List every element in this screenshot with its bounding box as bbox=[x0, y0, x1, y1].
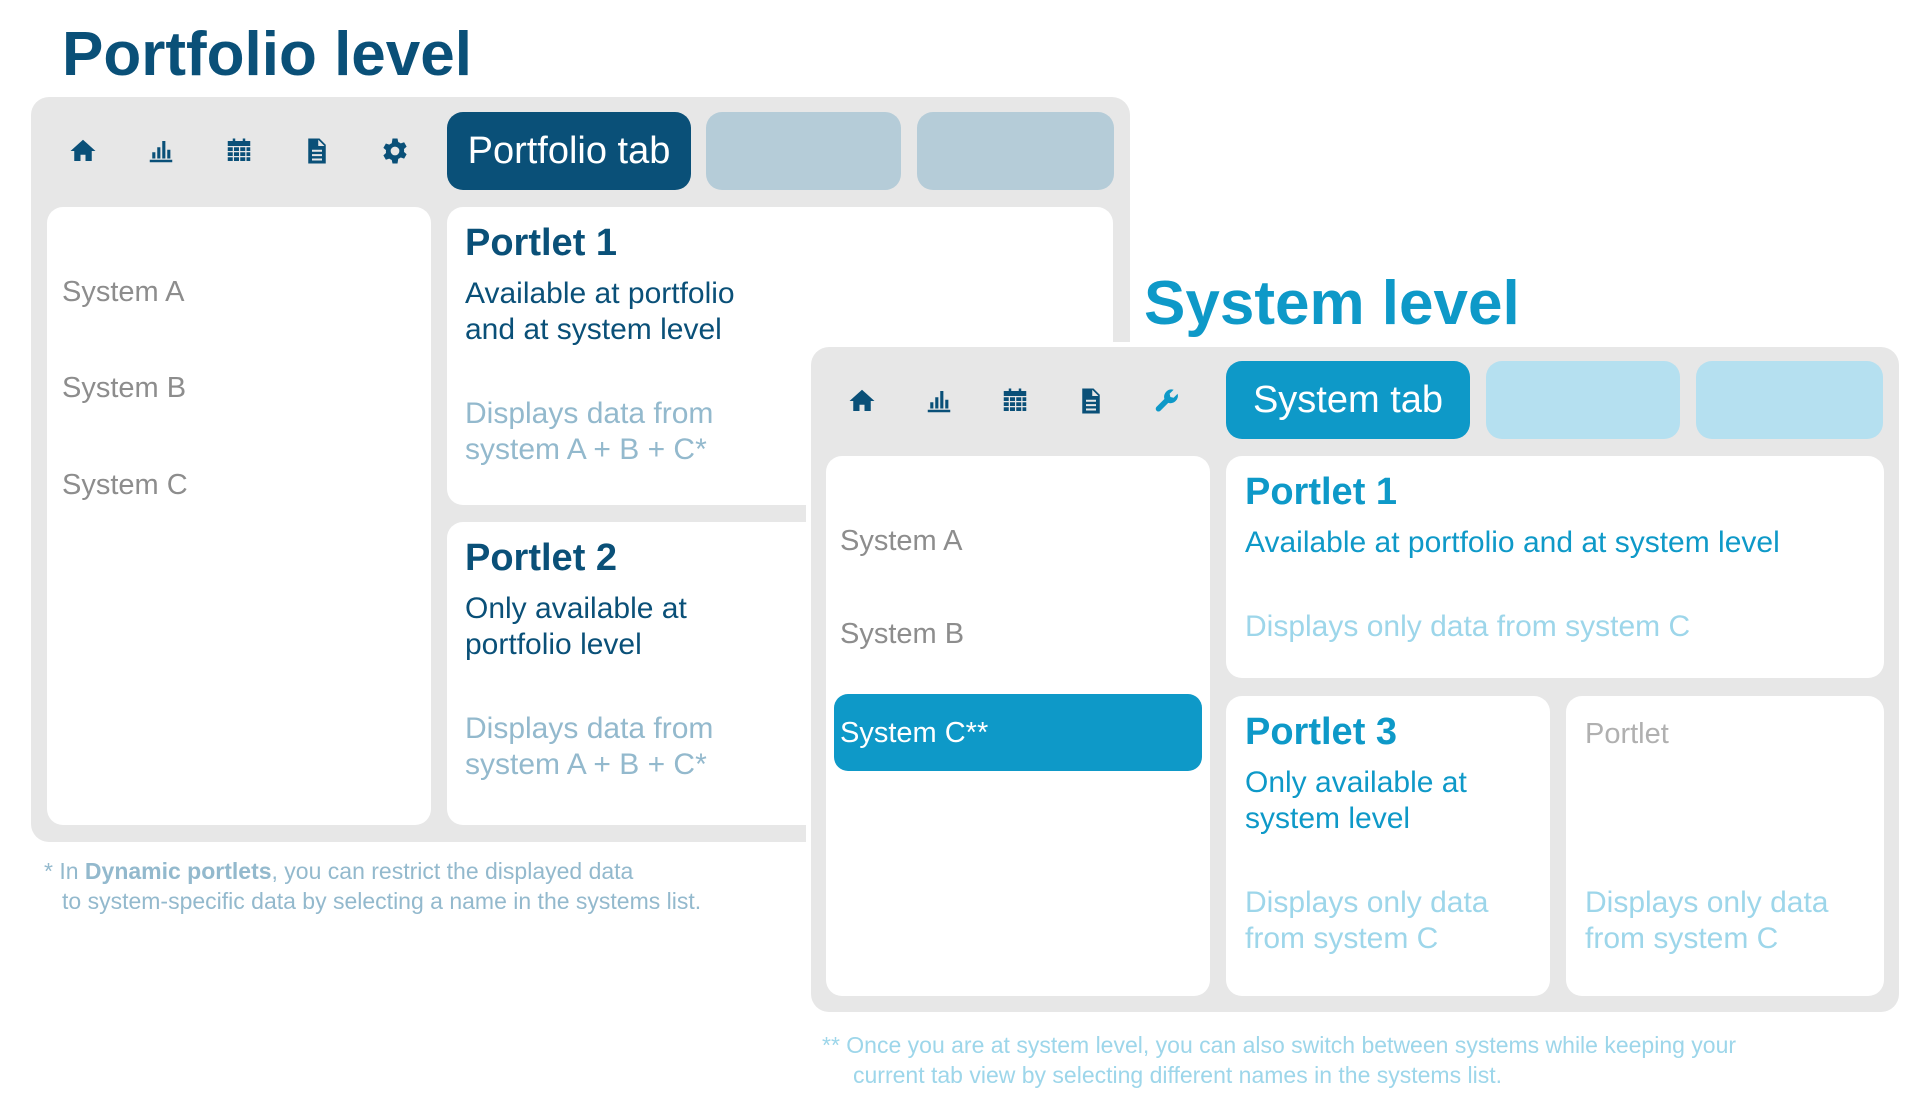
home-icon[interactable] bbox=[847, 386, 877, 416]
calendar-icon[interactable] bbox=[1000, 386, 1030, 416]
portlet-display-note: Displays only data from system C bbox=[1585, 885, 1828, 957]
availability-line: portfolio level bbox=[465, 628, 642, 661]
availability-line: and at system level bbox=[465, 313, 722, 346]
tab-inactive-2[interactable] bbox=[917, 112, 1114, 190]
footnote-line: ** Once you are at system level, you can… bbox=[822, 1032, 1737, 1058]
footnote-rest: , you can restrict the displayed data bbox=[271, 858, 634, 884]
system-portlet-generic bbox=[1566, 696, 1884, 996]
display-line: from system C bbox=[1585, 922, 1779, 955]
availability-line: system level bbox=[1245, 802, 1411, 835]
document-icon[interactable] bbox=[1076, 386, 1106, 416]
portlet-availability: Only available at system level bbox=[1245, 765, 1467, 837]
display-line: from system C bbox=[1245, 922, 1439, 955]
system-c-item[interactable]: System C bbox=[62, 469, 188, 501]
display-line: Displays data from bbox=[465, 397, 714, 430]
home-icon[interactable] bbox=[68, 136, 98, 166]
portlet-title: Portlet 1 bbox=[1245, 471, 1398, 513]
footnote-line: * In Dynamic portlets, you can restrict … bbox=[44, 856, 804, 886]
system-footnote: ** Once you are at system level, you can… bbox=[822, 1030, 1902, 1090]
availability-line: Available at portfolio bbox=[465, 277, 735, 310]
portlet-availability: Only available at portfolio level bbox=[465, 591, 687, 663]
bar-chart-icon[interactable] bbox=[924, 386, 954, 416]
portlet-display-note: Displays data from system A + B + C* bbox=[465, 711, 713, 783]
tab-inactive-1[interactable] bbox=[706, 112, 901, 190]
portlet-title: Portlet 1 bbox=[465, 222, 618, 264]
calendar-icon[interactable] bbox=[224, 136, 254, 166]
system-portlet-1 bbox=[1226, 456, 1884, 678]
system-b-item[interactable]: System B bbox=[62, 372, 187, 404]
portlet-display-note: Displays data from system A + B + C* bbox=[465, 396, 713, 468]
document-icon[interactable] bbox=[302, 136, 332, 166]
footnote-prefix: * In bbox=[44, 858, 85, 884]
gear-icon[interactable] bbox=[380, 136, 410, 166]
wrench-icon[interactable] bbox=[1152, 386, 1182, 416]
availability-line: Only available at bbox=[465, 592, 687, 625]
display-line: Displays only data bbox=[1585, 886, 1829, 919]
portlet-display-note: Displays only data from system C bbox=[1245, 610, 1691, 643]
systems-list bbox=[47, 207, 431, 825]
tab-inactive-2[interactable] bbox=[1696, 361, 1883, 439]
display-line: system A + B + C* bbox=[465, 748, 707, 781]
system-c-label: System C** bbox=[840, 717, 989, 749]
portlet-title: Portlet 2 bbox=[465, 537, 618, 579]
portlet-title: Portlet 3 bbox=[1245, 711, 1398, 753]
portlet-display-note: Displays only data from system C bbox=[1245, 885, 1488, 957]
portlet-availability: Available at portfolio and at system lev… bbox=[1245, 526, 1780, 559]
display-line: system A + B + C* bbox=[465, 433, 707, 466]
system-c-item-selected[interactable] bbox=[834, 694, 1202, 771]
tab-system[interactable]: System tab bbox=[1226, 361, 1470, 439]
system-portlet-3 bbox=[1226, 696, 1550, 996]
display-line: Displays only data bbox=[1245, 886, 1489, 919]
tab-portfolio[interactable]: Portfolio tab bbox=[447, 112, 691, 190]
tab-inactive-1[interactable] bbox=[1486, 361, 1680, 439]
footnote-bold: Dynamic portlets bbox=[84, 858, 272, 884]
portlet-availability: Available at portfolio and at system lev… bbox=[465, 276, 735, 348]
portlet-title: Portlet bbox=[1585, 718, 1669, 750]
footnote-line: current tab view by selecting different … bbox=[853, 1062, 1502, 1088]
system-level-heading: System level bbox=[1144, 269, 1520, 338]
portfolio-level-heading: Portfolio level bbox=[62, 20, 472, 89]
portfolio-footnote: * In Dynamic portlets, you can restrict … bbox=[44, 856, 804, 916]
footnote-line: to system-specific data by selecting a n… bbox=[62, 888, 702, 914]
display-line: Displays data from bbox=[465, 712, 714, 745]
availability-line: Only available at bbox=[1245, 766, 1467, 799]
bar-chart-icon[interactable] bbox=[146, 136, 176, 166]
system-a-item[interactable]: System A bbox=[840, 525, 963, 557]
system-b-item[interactable]: System B bbox=[840, 618, 965, 650]
system-a-item[interactable]: System A bbox=[62, 276, 185, 308]
